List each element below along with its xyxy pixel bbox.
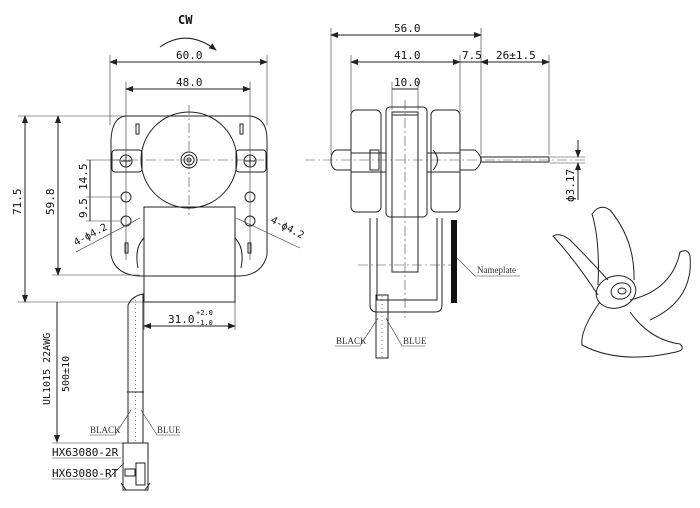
front-view: CW 60.0 48.0 [11, 13, 306, 491]
wire-label-blue: BLUE [157, 425, 181, 435]
dim-boss: 7.5 [462, 49, 482, 62]
motor-frame [110, 115, 268, 277]
mount-hole [120, 191, 132, 203]
dim-stack-tol-lower: -1.0 [196, 319, 213, 327]
coil-left [350, 109, 382, 213]
shaft [480, 156, 550, 163]
screw-icon [119, 154, 133, 168]
fan-blade [591, 206, 635, 286]
core [385, 106, 428, 218]
dim-core: 10.0 [394, 76, 421, 89]
rotation-label: CW [178, 13, 193, 27]
mount-hole [120, 215, 132, 227]
mount-hole [244, 215, 256, 227]
fan-blade [552, 234, 609, 296]
side-view: 56.0 41.0 7.5 26±1.5 10.0 ϕ3.17 Namepla [305, 22, 585, 359]
dim-width-overall: 60.0 [176, 49, 203, 62]
dim-frame-height: 59.8 [44, 189, 57, 216]
screw-icon [243, 154, 257, 168]
cable-length: 500±10 [61, 356, 72, 392]
rotation-arrow-icon [159, 37, 217, 51]
dim-height-overall: 71.5 [11, 189, 24, 216]
side-wire-label-blue: BLUE [403, 336, 427, 346]
coil-stack [143, 206, 236, 303]
connector-terminal-label: HX63080-RT [52, 467, 119, 480]
cable-spec: UL1015 22AWG [42, 333, 53, 405]
coil-right [430, 109, 461, 213]
side-cable [375, 294, 389, 359]
mount-tab-right [235, 149, 267, 173]
nameplate-label: Nameplate [477, 265, 516, 275]
dim-overall: 56.0 [394, 22, 421, 35]
nameplate [451, 220, 457, 303]
hole-callout-left: 4-ϕ4.2 [72, 222, 109, 249]
dim-hole-spacing: 48.0 [176, 76, 203, 89]
bracket [369, 218, 443, 313]
fan-blade-illustration [552, 206, 691, 358]
hole-callout-right: 4-ϕ4.2 [269, 215, 306, 242]
mount-tab-left [111, 149, 143, 173]
fan-hub [595, 275, 637, 309]
wire-label-black: BLACK [90, 425, 121, 435]
dim-stack-tol-upper: +2.0 [196, 309, 213, 317]
dim-stack: 31.0 [168, 313, 195, 326]
dim-shaft-dia: ϕ3.17 [564, 169, 577, 202]
fan-blade [629, 250, 691, 321]
cable [127, 293, 144, 443]
dim-hole-offset-2: 9.5 [77, 198, 90, 218]
mount-hole [244, 191, 256, 203]
fan-blade [581, 301, 683, 358]
dim-body: 41.0 [394, 49, 421, 62]
side-wire-label-black: BLACK [336, 336, 367, 346]
dim-hole-offset-1: 14.5 [77, 164, 90, 191]
dim-shaft: 26±1.5 [496, 49, 536, 62]
connector [122, 442, 149, 491]
connector-housing-label: HX63080-2R [52, 446, 119, 459]
